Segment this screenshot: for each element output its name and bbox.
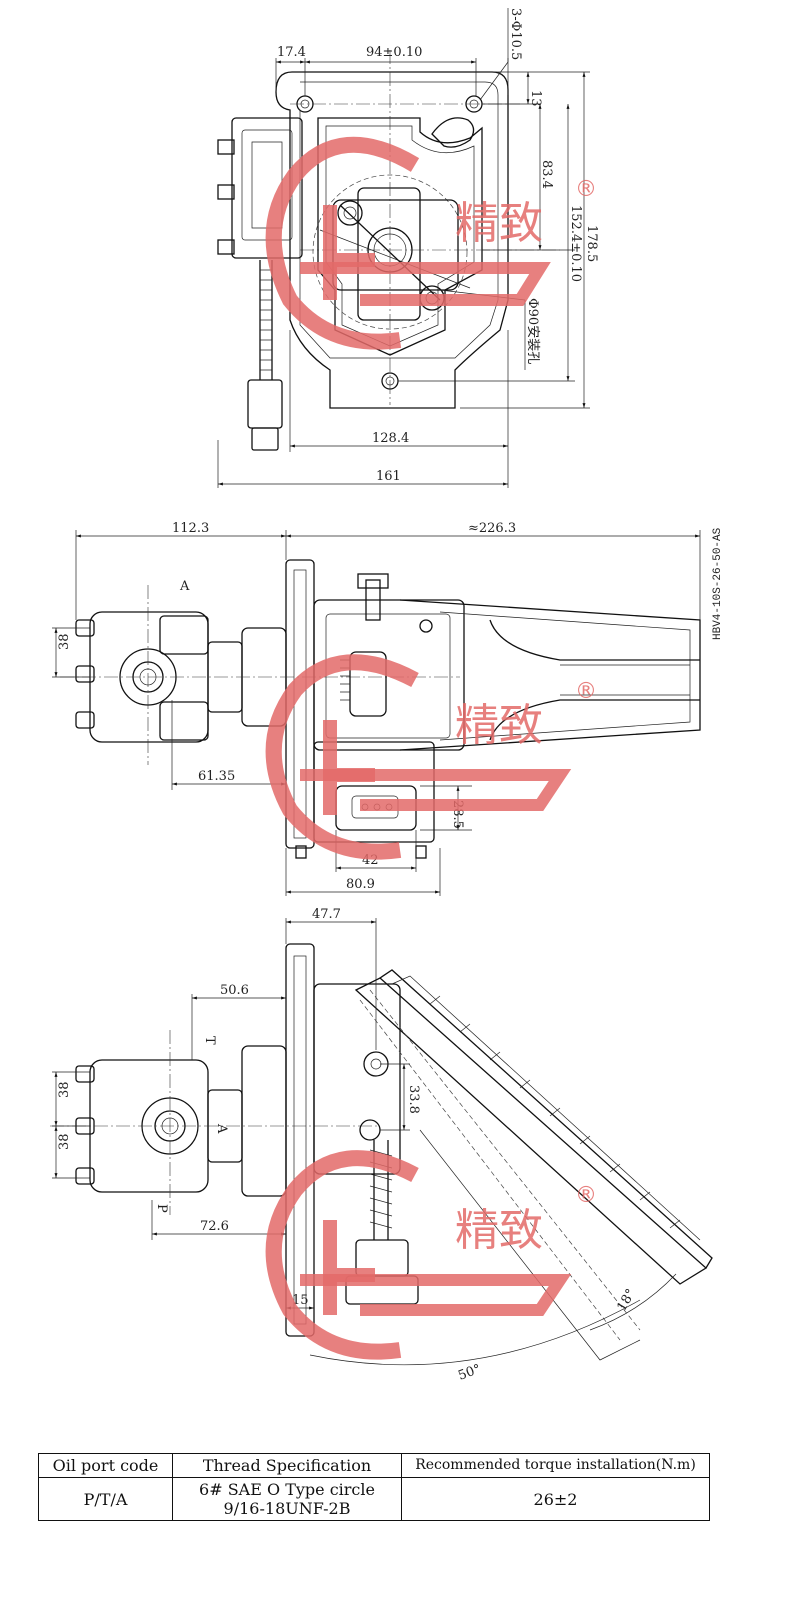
angle-50: 50° — [456, 1362, 483, 1384]
angle-18: 18° — [614, 1287, 639, 1314]
dim-phi90-hole: Φ90安装孔 — [525, 298, 540, 364]
dim-38-side: 38 — [57, 633, 72, 650]
dim-15: 15 — [292, 1293, 309, 1308]
dim-152-4: 152.4±0.10 — [568, 205, 583, 282]
watermark-reg-top: ® — [575, 177, 597, 202]
watermark-reg-middle: ® — [575, 679, 597, 704]
dim-17-4: 17.4 — [277, 45, 306, 60]
dim-13: 13 — [528, 90, 543, 107]
dim-161: 161 — [376, 469, 401, 484]
cell-port-code: P/T/A — [38, 1477, 173, 1521]
thread-line-1: 6# SAE O Type circle — [199, 1480, 375, 1499]
dim-80-9: 80.9 — [346, 877, 375, 892]
spec-table: Oil port code Thread Specification Recom… — [38, 1453, 710, 1521]
cell-torque: 26±2 — [401, 1477, 710, 1521]
spec-table-row: P/T/A 6# SAE O Type circle 9/16-18UNF-2B… — [38, 1477, 710, 1521]
thread-line-2: 9/16-18UNF-2B — [223, 1499, 351, 1518]
dim-3-holes: 3-Φ10.5 — [508, 8, 523, 60]
port-label-a: A — [214, 1123, 229, 1134]
side-view: 112.3 ≈226.3 38 61.35 28.5 42 80.9 A HBV… — [52, 521, 724, 896]
dim-50-6: 50.6 — [220, 983, 249, 998]
dim-33-8: 33.8 — [406, 1085, 421, 1114]
watermark-logo-bottom: 精致 ® — [265, 1150, 597, 1360]
angled-view: 47.7 50.6 38 38 72.6 33.8 15 18° 50° T A… — [50, 907, 713, 1384]
dim-178-5: 178.5 — [584, 225, 599, 262]
port-label-a-side: A — [179, 579, 190, 594]
dim-112-3: 112.3 — [172, 521, 209, 536]
dim-226-3: ≈226.3 — [468, 521, 516, 536]
port-label-t: T — [202, 1036, 217, 1045]
header-oil-port-code: Oil port code — [38, 1453, 173, 1478]
watermark-reg-bottom: ® — [575, 1183, 597, 1208]
dim-72-6: 72.6 — [200, 1219, 229, 1234]
watermark-text-bottom: 精致 — [455, 1205, 543, 1256]
dim-38-top: 38 — [57, 1081, 72, 1098]
watermark-logo-middle: 精致 ® — [265, 654, 597, 860]
watermark-text-middle: 精致 — [455, 700, 543, 751]
dim-47-7: 47.7 — [312, 907, 341, 922]
model-code: HBV4-10S-26-50-AS — [712, 527, 724, 640]
header-torque: Recommended torque installation(N.m) — [401, 1453, 710, 1478]
port-label-p: P — [154, 1204, 169, 1213]
watermark-logo-top: 精致 ® — [265, 136, 597, 350]
dim-128-4: 128.4 — [372, 431, 409, 446]
spec-table-header: Oil port code Thread Specification Recom… — [38, 1453, 710, 1478]
watermark-text-top: 精致 — [455, 198, 543, 249]
header-thread-spec: Thread Specification — [172, 1453, 402, 1478]
cell-thread-spec: 6# SAE O Type circle 9/16-18UNF-2B — [172, 1477, 402, 1521]
technical-drawing: 17.4 94±0.10 3-Φ10.5 13 83.4 152.4±0.10 … — [50, 8, 724, 1384]
dim-38-bottom: 38 — [57, 1133, 72, 1150]
dim-94: 94±0.10 — [366, 45, 422, 60]
dim-61-35: 61.35 — [198, 769, 235, 784]
dim-83-4: 83.4 — [539, 160, 554, 189]
